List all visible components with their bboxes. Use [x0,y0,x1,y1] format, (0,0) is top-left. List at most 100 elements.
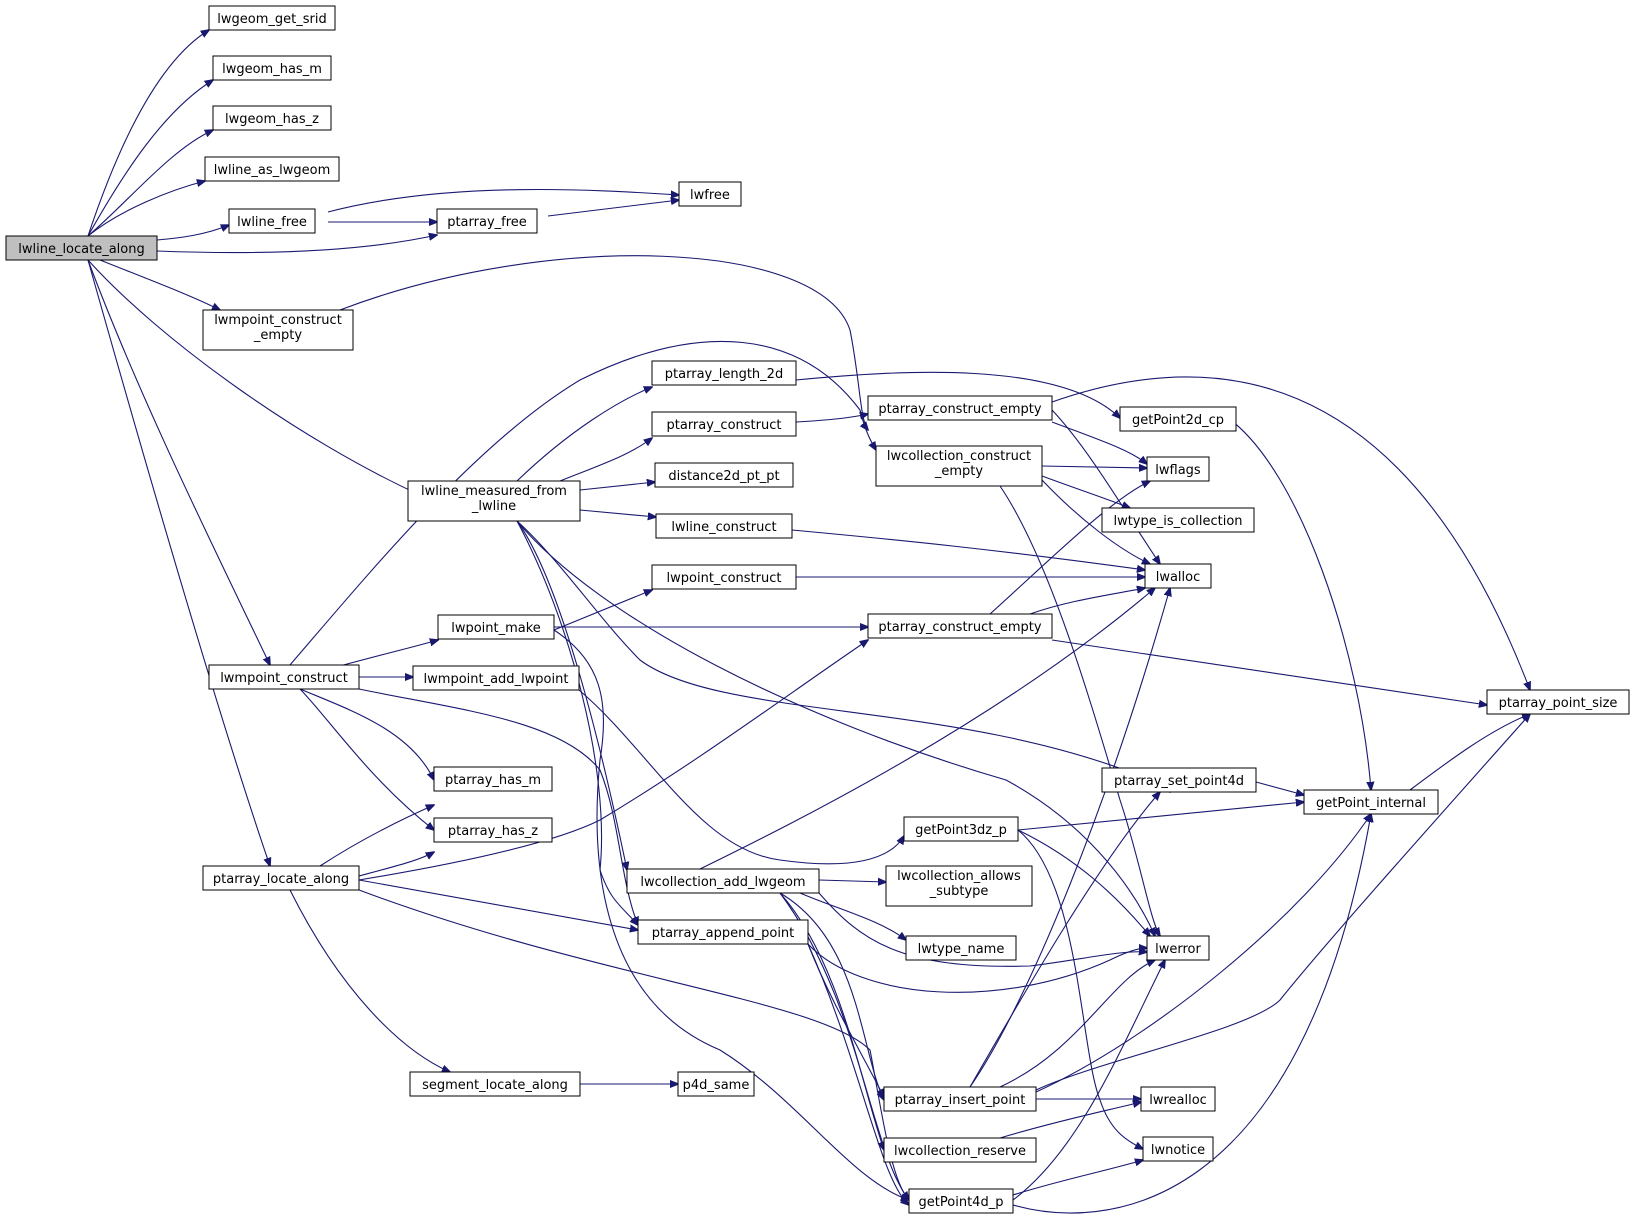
call-edge [1012,1160,1143,1196]
function-node-ptarray-construct-empty-mid[interactable]: ptarray_construct_empty [867,613,1053,639]
function-node-lwtype-is-collection[interactable]: lwtype_is_collection [1101,507,1255,533]
function-node-getPoint3dz-p[interactable]: getPoint3dz_p [903,816,1019,842]
call-edge [358,688,638,925]
function-node-lwmpoint-add-lwpoint[interactable]: lwmpoint_add_lwpoint [412,665,580,691]
call-edge [969,588,1170,1088]
call-edge [807,943,909,1205]
function-node-ptarray-point-size[interactable]: ptarray_point_size [1486,689,1630,715]
call-edge [1012,814,1371,1214]
function-node-ptarray-free[interactable]: ptarray_free [436,208,538,234]
function-node-ptarray-insert-point[interactable]: ptarray_insert_point [883,1086,1037,1112]
call-edge [1051,409,1160,564]
function-name: lwline_measured_from [421,484,567,499]
call-edge [969,792,1160,1088]
function-node-ptarray-append-point[interactable]: ptarray_append_point [637,919,809,945]
call-edge [818,880,886,882]
function-name: lwpoint_make [451,621,541,636]
function-node-lwline-locate-along[interactable]: lwline_locate_along [5,235,158,261]
call-edge [299,688,434,830]
call-edge [1051,639,1487,705]
function-node-p4d-same[interactable]: p4d_same [677,1071,755,1097]
function-name: lwfree [690,188,730,203]
call-edge [1255,781,1304,795]
function-node-ptarray-construct-empty-top[interactable]: ptarray_construct_empty [867,395,1053,421]
call-edge [807,943,1147,993]
call-edge [559,438,652,482]
function-node-lwalloc[interactable]: lwalloc [1144,563,1212,589]
call-edge [1051,376,1530,690]
function-node-lwgeom-get-srid[interactable]: lwgeom_get_srid [208,5,336,31]
function-node-lwfree[interactable]: lwfree [678,181,742,207]
function-node-lwpoint-construct[interactable]: lwpoint_construct [651,564,797,590]
call-edge [999,960,1155,1088]
call-edge [799,892,906,940]
call-edge [699,588,1155,870]
function-node-lwline-measured-from-lwline[interactable]: lwline_measured_from_lwline [407,480,581,522]
function-node-ptarray-has-z[interactable]: ptarray_has_z [433,817,553,843]
function-name: lwmpoint_construct [214,313,342,328]
function-name: p4d_same [683,1078,750,1093]
call-edge [553,629,909,1200]
call-edge [289,340,876,666]
function-node-lwline-construct[interactable]: lwline_construct [655,513,793,539]
function-node-lwrealloc[interactable]: lwrealloc [1140,1086,1216,1112]
call-edge [999,1102,1141,1139]
function-node-lwerror[interactable]: lwerror [1146,935,1210,961]
call-edge [1035,814,1371,1093]
function-name: lwnotice [1151,1143,1205,1158]
function-node-ptarray-locate-along[interactable]: ptarray_locate_along [202,865,360,891]
function-node-lwcollection-construct-empty[interactable]: lwcollection_construct_empty [875,445,1043,487]
call-edge [358,889,909,1200]
function-node-lwtype-name[interactable]: lwtype_name [905,935,1017,961]
function-name: lwerror [1155,942,1201,957]
function-name: lwalloc [1156,570,1201,585]
function-node-lwpoint-make[interactable]: lwpoint_make [437,614,555,640]
function-node-lwflags[interactable]: lwflags [1146,456,1210,482]
function-node-ptarray-length-2d[interactable]: ptarray_length_2d [651,360,797,386]
function-name: ptarray_append_point [652,926,795,941]
call-edge [1017,802,1304,831]
function-node-ptarray-has-m[interactable]: ptarray_has_m [433,766,553,792]
function-name: getPoint2d_cp [1132,413,1224,428]
function-node-lwcollection-allows-subtype[interactable]: lwcollection_allows_subtype [885,865,1033,907]
function-node-lwmpoint-construct-empty[interactable]: lwmpoint_construct_empty [202,309,354,351]
function-name: lwrealloc [1149,1093,1207,1108]
call-edge [99,259,220,310]
function-node-segment-locate-along[interactable]: segment_locate_along [409,1071,581,1097]
function-name: getPoint3dz_p [915,823,1007,838]
function-node-lwgeom-has-z[interactable]: lwgeom_has_z [212,105,332,131]
call-edge [818,892,1147,967]
call-edge [87,80,213,237]
function-name: lwtype_name [918,942,1005,957]
function-node-lwline-free[interactable]: lwline_free [228,208,316,234]
function-node-lwline-as-lwgeom[interactable]: lwline_as_lwgeom [204,156,340,182]
function-node-getPoint4d-p[interactable]: getPoint4d_p [908,1188,1014,1214]
function-node-ptarray-set-point4d[interactable]: ptarray_set_point4d [1101,767,1257,793]
function-node-lwmpoint-construct[interactable]: lwmpoint_construct [208,664,360,690]
function-node-lwgeom-has-m[interactable]: lwgeom_has_m [212,55,332,81]
function-name: _empty [253,328,303,343]
call-edge [579,509,656,517]
call-edge [1017,829,1150,936]
call-edge [319,805,434,867]
function-name: _lwline [471,499,516,514]
function-name: getPoint4d_p [919,1195,1004,1210]
function-node-getPoint-internal[interactable]: getPoint_internal [1303,789,1439,815]
function-name: ptarray_point_size [1499,696,1618,711]
function-node-lwcollection-add-lwgeom[interactable]: lwcollection_add_lwgeom [626,868,820,894]
call-edge [156,235,437,254]
function-node-ptarray-construct[interactable]: ptarray_construct [651,411,797,437]
function-node-distance2d-pt-pt[interactable]: distance2d_pt_pt [654,462,794,488]
function-node-getPoint2d-cp[interactable]: getPoint2d_cp [1119,406,1237,432]
function-name: lwline_locate_along [18,242,145,257]
call-edge [795,371,1120,418]
call-edge [547,200,679,217]
function-node-lwcollection-reserve[interactable]: lwcollection_reserve [883,1137,1037,1163]
call-edge [1029,588,1145,615]
function-name: getPoint_internal [1316,796,1426,811]
function-name: ptarray_set_point4d [1114,774,1244,789]
call-edge [1041,466,1147,468]
function-node-lwnotice[interactable]: lwnotice [1142,1136,1214,1162]
call-edge [87,30,209,237]
